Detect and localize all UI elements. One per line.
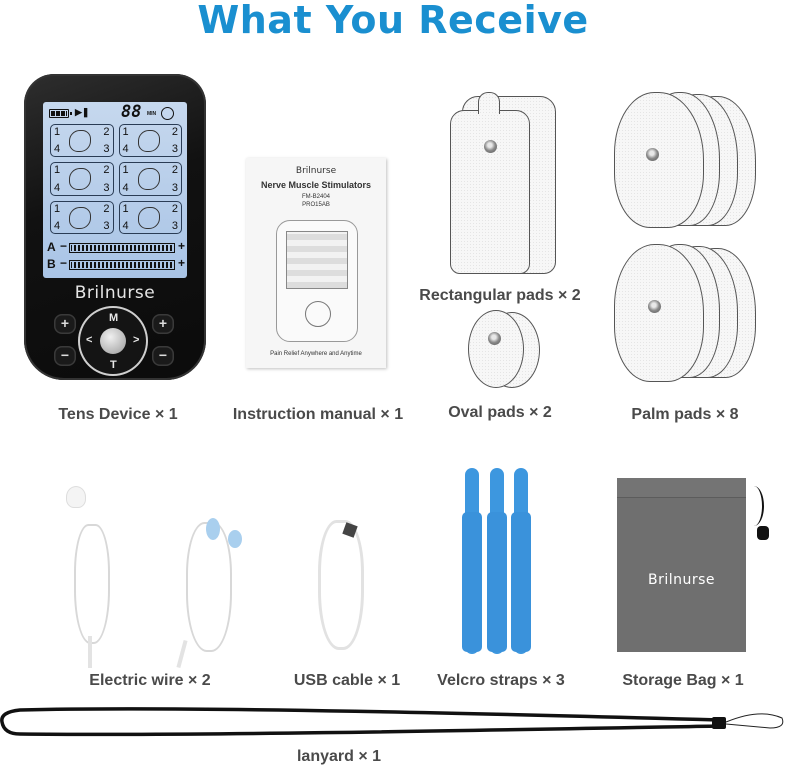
cord-lock-toggle [757, 526, 769, 540]
electrode-connector-blue [206, 518, 220, 540]
snap-connector-icon [488, 332, 501, 345]
caption-palm-pads: Palm pads × 8 [631, 406, 739, 423]
rectangular-pad-tab [478, 92, 500, 114]
caption-velcro-straps: Velcro straps × 3 [437, 672, 565, 689]
body-part-icon [137, 130, 160, 152]
snap-connector-icon [646, 148, 659, 161]
electric-wire-coil [74, 524, 110, 644]
rectangular-pad-front [450, 110, 530, 274]
manual-device-illustration [276, 220, 358, 342]
snap-connector-icon [648, 300, 661, 313]
electric-wire-coil [186, 522, 232, 652]
palm-pad [614, 244, 704, 382]
channel-b-minus-button: − [152, 346, 174, 366]
usb-cable-image [318, 520, 364, 650]
velcro-strap [487, 468, 507, 654]
play-pause-icon: ▶❚ [75, 107, 90, 117]
snap-connector-icon [484, 140, 497, 153]
body-part-icon [137, 168, 160, 191]
channel-b-plus-button: + [152, 314, 174, 334]
mode-key: M [109, 312, 119, 324]
battery-icon [49, 109, 72, 118]
channel-a-minus-button: − [54, 346, 76, 366]
oval-pad-front [468, 310, 524, 388]
body-part-icon [69, 130, 91, 152]
velcro-strap [511, 468, 531, 654]
timer-key: T [110, 359, 117, 371]
body-part-icon [69, 206, 91, 229]
caption-lanyard: lanyard × 1 [296, 748, 382, 765]
velcro-strap [462, 468, 482, 654]
timer-unit: MIN [147, 111, 157, 117]
caption-usb-cable: USB cable × 1 [293, 672, 401, 689]
channel-a-plus-button: + [54, 314, 76, 334]
bag-brand-logo: Brilnurse [647, 572, 716, 588]
manual-tagline: Pain Relief Anywhere and Anytime [270, 351, 362, 357]
left-key: < [86, 334, 93, 346]
caption-rectangular-pads: Rectangular pads × 2 [419, 287, 581, 304]
manual-brand: Brilnurse [295, 166, 337, 176]
right-key: > [133, 334, 140, 346]
clock-icon [161, 107, 174, 120]
caption-electric-wire: Electric wire × 2 [89, 672, 211, 689]
storage-bag-image: Brilnurse [617, 478, 746, 652]
body-part-icon [69, 168, 91, 191]
electric-wire-plug [88, 636, 92, 668]
electrode-connector-blue [228, 530, 242, 548]
drawstring-cord [744, 486, 764, 526]
manual-model-2: PRO15AB [302, 202, 330, 208]
power-button [100, 328, 126, 354]
caption-instruction-manual: Instruction manual × 1 [232, 406, 404, 423]
channel-a-intensity: A−+ [47, 239, 185, 254]
palm-pad [614, 92, 704, 228]
electric-wire-image [66, 486, 86, 508]
manual-title: Nerve Muscle Stimulators [260, 180, 372, 190]
caption-oval-pads: Oval pads × 2 [448, 404, 552, 421]
lanyard-image [0, 707, 784, 737]
page-title: What You Receive [197, 0, 589, 42]
instruction-manual-image: Brilnurse Nerve Muscle Stimulators FM-B2… [246, 158, 386, 368]
timer-digits: 88 [121, 102, 142, 122]
manual-model-1: FM-B2404 [301, 194, 330, 200]
caption-tens-device: Tens Device × 1 [58, 406, 178, 423]
body-part-icon [137, 206, 160, 229]
electric-wire-plug [176, 639, 188, 669]
navigation-dpad: M T < > [78, 306, 148, 376]
device-brand-logo: Brilnurse [74, 283, 156, 303]
screen-status-bar: ▶❚ 88 MIN [49, 102, 181, 122]
channel-b-intensity: B−+ [47, 256, 185, 271]
caption-storage-bag: Storage Bag × 1 [622, 672, 744, 689]
